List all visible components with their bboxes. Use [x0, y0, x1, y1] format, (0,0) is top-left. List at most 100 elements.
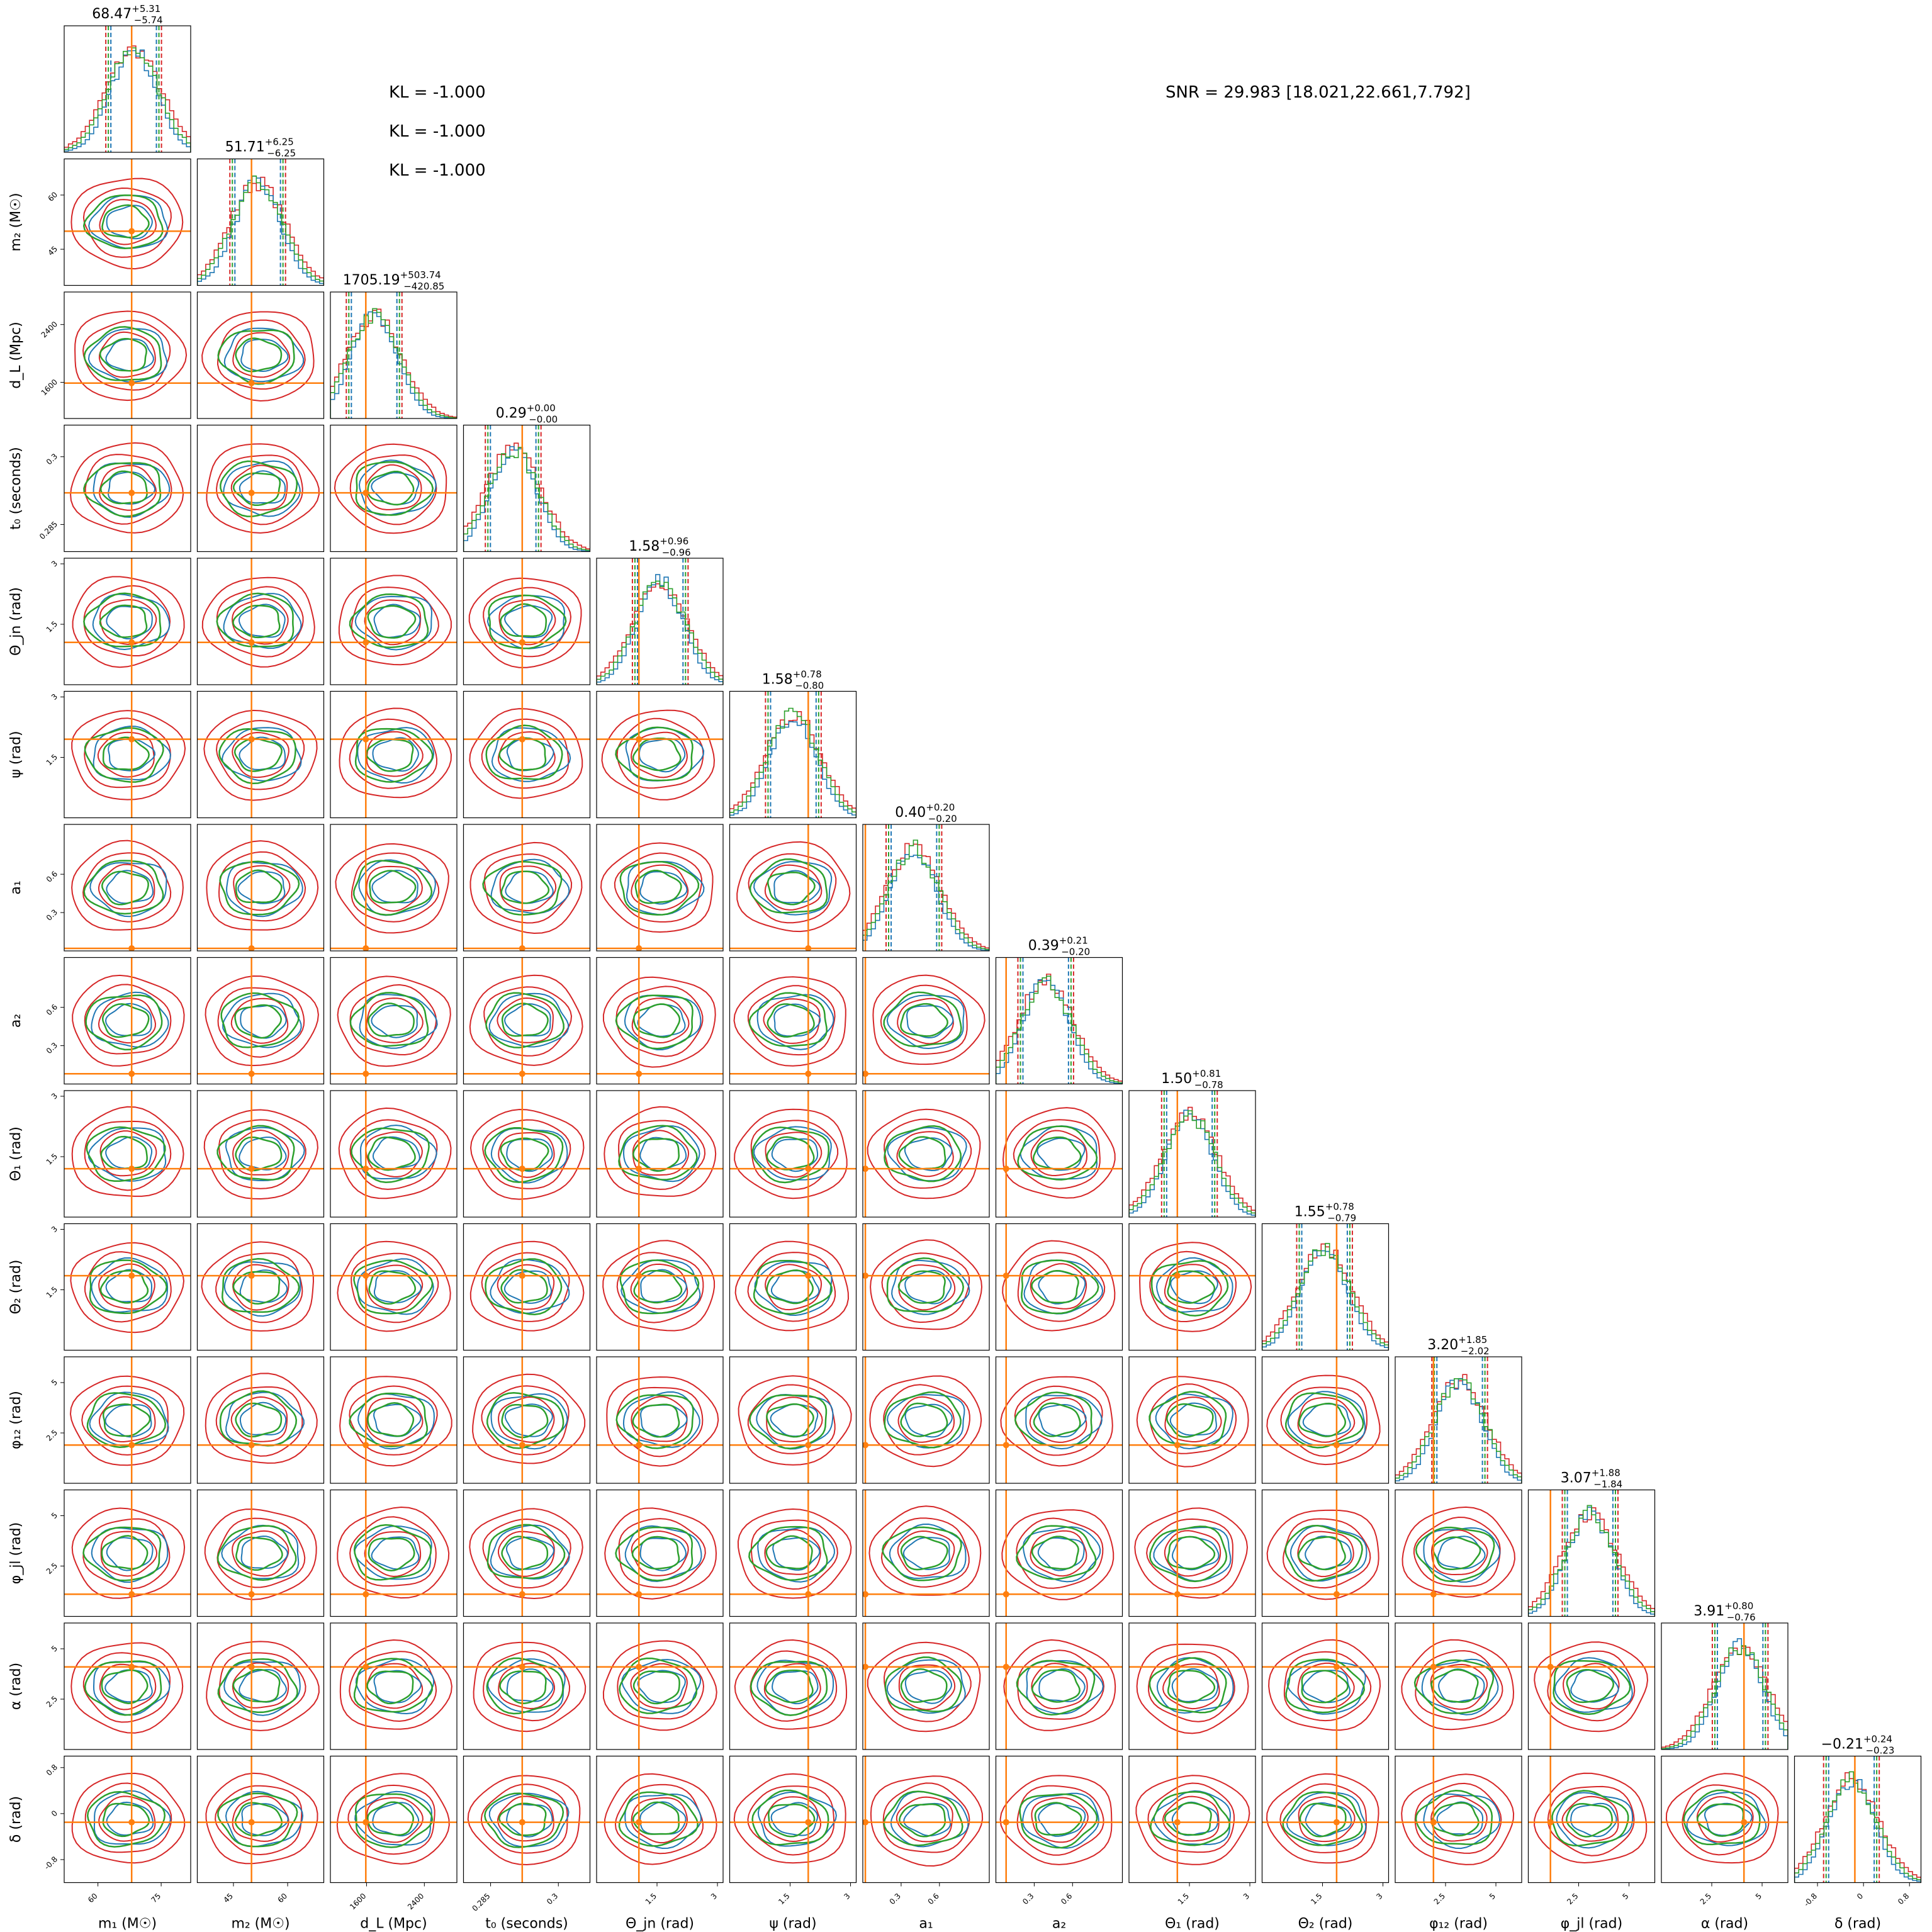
panel-frame: [596, 1223, 724, 1351]
contour-run-c: [736, 841, 851, 933]
contour-run-a: [506, 1804, 553, 1838]
contour-run-c: [1266, 1374, 1381, 1466]
contour-run-b: [353, 1259, 434, 1315]
contour-run-c: [765, 1132, 823, 1178]
y-tick-label: 5: [50, 1378, 59, 1387]
contour-run-b: [101, 204, 150, 239]
contour-run-b: [232, 604, 281, 639]
contour-run-a: [239, 1137, 287, 1171]
contour-run-c: [69, 1375, 185, 1466]
contour-run-b: [85, 994, 163, 1051]
contour-run-c: [338, 1107, 452, 1199]
panel-frame: [463, 1356, 591, 1484]
contour-run-c: [218, 1119, 306, 1189]
panel-frame: [330, 1356, 458, 1484]
truth-marker: [128, 945, 135, 951]
contour-run-a: [89, 1391, 169, 1447]
contour-run-c: [97, 731, 155, 778]
contour-run-b: [102, 736, 150, 770]
contour-run-c: [1283, 1651, 1372, 1722]
contour-panel-10-4: [596, 1356, 724, 1484]
contour-run-c: [1283, 1518, 1371, 1589]
contour-run-a: [770, 1802, 819, 1836]
contour-run-c: [349, 1516, 437, 1587]
contour-panel-11-4: [596, 1489, 724, 1617]
contour-run-c: [497, 997, 554, 1043]
contour-panel-8-2: [330, 1090, 458, 1218]
x-tick-label: 0.3: [545, 1892, 559, 1906]
contour-run-a: [1169, 1402, 1217, 1436]
contour-run-c: [868, 1505, 982, 1596]
contour-run-c: [339, 707, 452, 799]
contour-panel-12-4: [596, 1622, 724, 1750]
contour-run-b: [498, 1802, 547, 1836]
histogram-run-1: [1129, 1109, 1255, 1217]
contour-run-c: [1279, 1783, 1368, 1853]
y-axis-label: φ_jl (rad): [8, 1522, 24, 1584]
y-tick-label: 1.5: [45, 1152, 59, 1166]
contour-run-a: [491, 727, 571, 782]
contour-run-a: [1423, 1793, 1501, 1850]
contour-run-b: [102, 1802, 150, 1838]
contour-run-b: [367, 1402, 415, 1437]
contour-run-b: [367, 471, 415, 506]
contour-run-b: [486, 1391, 564, 1449]
contour-run-a: [373, 1670, 422, 1704]
contour-run-a: [503, 605, 553, 639]
contour-run-b: [1150, 1260, 1229, 1317]
contour-run-c: [72, 576, 185, 668]
contour-run-b: [1031, 1536, 1079, 1570]
contour-run-a: [490, 1393, 568, 1450]
x-tick-label: 45: [222, 1892, 235, 1905]
contour-run-b: [765, 1535, 813, 1570]
panel-frame: [1661, 1755, 1789, 1884]
contour-run-b: [216, 592, 295, 648]
contour-panel-9-4: [596, 1223, 724, 1351]
contour-run-a: [371, 1005, 418, 1038]
x-axis-label: m₁ (M☉): [98, 1916, 157, 1932]
truth-marker: [636, 1070, 643, 1077]
panel-frame: [1128, 1090, 1256, 1218]
contour-run-c: [71, 1106, 184, 1197]
contour-run-c: [631, 864, 689, 911]
contour-run-c: [205, 1772, 318, 1865]
contour-run-a: [771, 1138, 819, 1172]
histogram-run-2: [1794, 1771, 1921, 1883]
contour-run-b: [101, 870, 149, 906]
contour-run-c: [99, 199, 157, 245]
contour-run-b: [83, 462, 162, 517]
histogram-run-2: [1661, 1645, 1788, 1749]
contour-run-c: [203, 709, 318, 801]
contour-run-a: [1570, 1669, 1619, 1703]
panel-frame: [196, 1755, 325, 1884]
contour-run-c: [482, 1518, 571, 1589]
y-tick-label: 1600: [40, 378, 59, 397]
contour-run-b: [488, 594, 567, 649]
y-tick-label: 1.5: [45, 619, 59, 634]
contour-run-b: [99, 337, 147, 372]
truth-marker: [362, 1272, 369, 1279]
truth-marker: [248, 1819, 255, 1826]
contour-panel-4-1: [196, 558, 325, 685]
panel-frame: [862, 1622, 990, 1750]
contour-run-c: [206, 443, 320, 534]
contour-run-a: [1436, 1801, 1483, 1835]
contour-run-a: [372, 1136, 420, 1171]
contour-run-c: [469, 1508, 583, 1600]
contour-run-c: [498, 1663, 556, 1710]
histogram-run-0: [1528, 1507, 1655, 1617]
truth-marker: [1430, 1591, 1437, 1598]
truth-marker: [128, 1165, 135, 1172]
x-tick-label: 3: [1242, 1892, 1251, 1901]
contour-run-b: [99, 470, 148, 505]
panel-frame: [64, 558, 191, 685]
panel-frame: [1261, 1356, 1390, 1484]
contour-run-c: [1297, 1530, 1354, 1578]
contour-run-c: [98, 1263, 155, 1310]
y-axis-label: ψ (rad): [8, 731, 24, 778]
